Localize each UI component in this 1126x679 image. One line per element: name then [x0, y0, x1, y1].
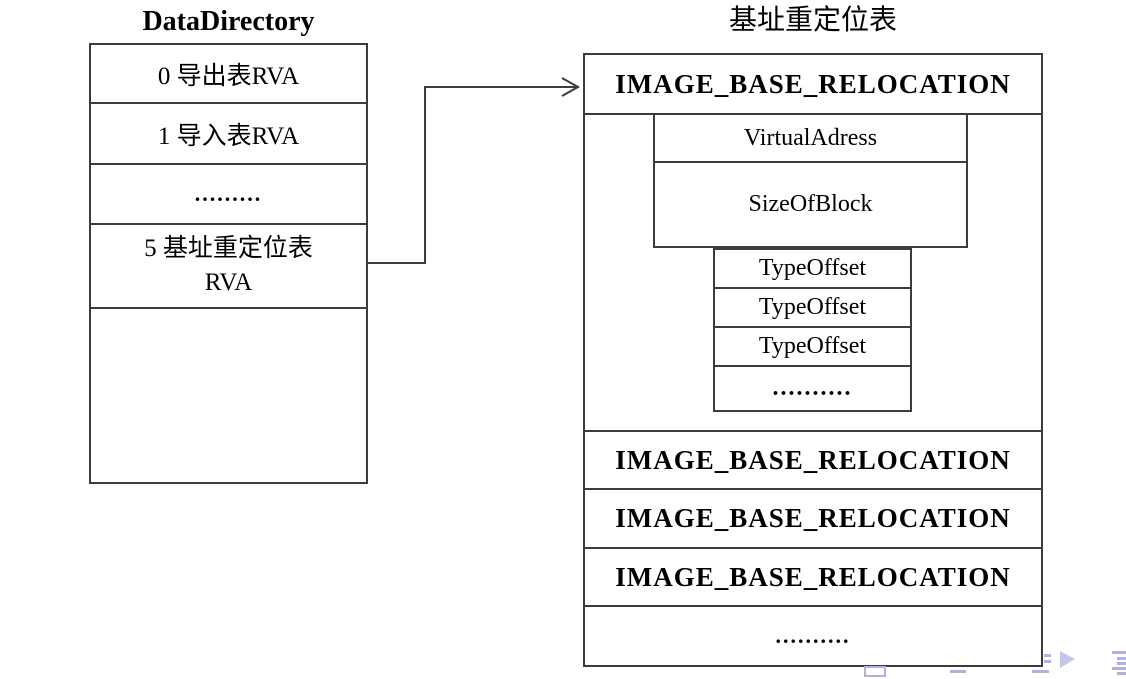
data-directory-table: 0 导出表RVA 1 导入表RVA ......... 5 基址重定位表 RVA	[89, 43, 368, 484]
image-base-relocation-3: IMAGE_BASE_RELOCATION	[585, 490, 1041, 549]
arrow-head-icon	[561, 77, 581, 97]
row-base-relocation-line2: RVA	[204, 269, 253, 296]
size-of-block-cell: SizeOfBlock	[748, 191, 873, 217]
image-base-relocation-2: IMAGE_BASE_RELOCATION	[585, 432, 1041, 490]
image-base-relocation-4: IMAGE_BASE_RELOCATION	[585, 549, 1041, 607]
right-table-title: 基址重定位表	[728, 5, 897, 36]
left-table-title: DataDirectory	[142, 6, 315, 37]
nav-toc-bar	[1117, 662, 1126, 665]
relocation-block-body	[585, 115, 1041, 432]
image-base-relocation-1: IMAGE_BASE_RELOCATION	[585, 55, 1041, 115]
nav-subsection-dash-icon[interactable]	[1044, 654, 1051, 657]
row-export-table-rva: 0 导出表RVA	[91, 45, 366, 104]
relocation-header-struct: VirtualAdress SizeOfBlock	[653, 113, 968, 248]
nav-dash-icon[interactable]	[950, 670, 966, 673]
type-offset-cell-2: TypeOffset	[715, 289, 910, 328]
nav-toc-bar	[1112, 667, 1126, 670]
type-offset-ellipsis: ..........	[772, 375, 853, 401]
nav-toc-bar	[1112, 651, 1126, 654]
nav-subsection-dash2-icon[interactable]	[1044, 660, 1051, 663]
row-empty	[91, 309, 366, 482]
row-base-relocation-line1: 5 基址重定位表	[144, 235, 313, 262]
row-import-table-rva: 1 导入表RVA	[91, 104, 366, 165]
type-offset-cell-3: TypeOffset	[715, 328, 910, 367]
arrow-line	[367, 86, 576, 264]
nav-toc-bar	[1117, 672, 1126, 675]
nav-forward-triangle-icon[interactable]	[1060, 651, 1075, 668]
type-offset-cell-1: TypeOffset	[715, 250, 910, 289]
type-offset-list: TypeOffset TypeOffset TypeOffset .......…	[713, 248, 912, 412]
nav-frame-icon[interactable]	[864, 666, 886, 677]
nav-section-line-icon[interactable]	[1032, 670, 1049, 673]
row-ellipsis: .........	[91, 165, 366, 225]
nav-toc-bar	[1117, 657, 1126, 660]
row-bottom-ellipsis: ..........	[775, 623, 851, 648]
row-base-relocation-rva: 5 基址重定位表 RVA	[91, 225, 366, 309]
virtual-address-cell: VirtualAdress	[655, 115, 966, 163]
slide-navigation-symbols	[864, 651, 1126, 677]
nav-toc-icon[interactable]	[1112, 651, 1126, 675]
